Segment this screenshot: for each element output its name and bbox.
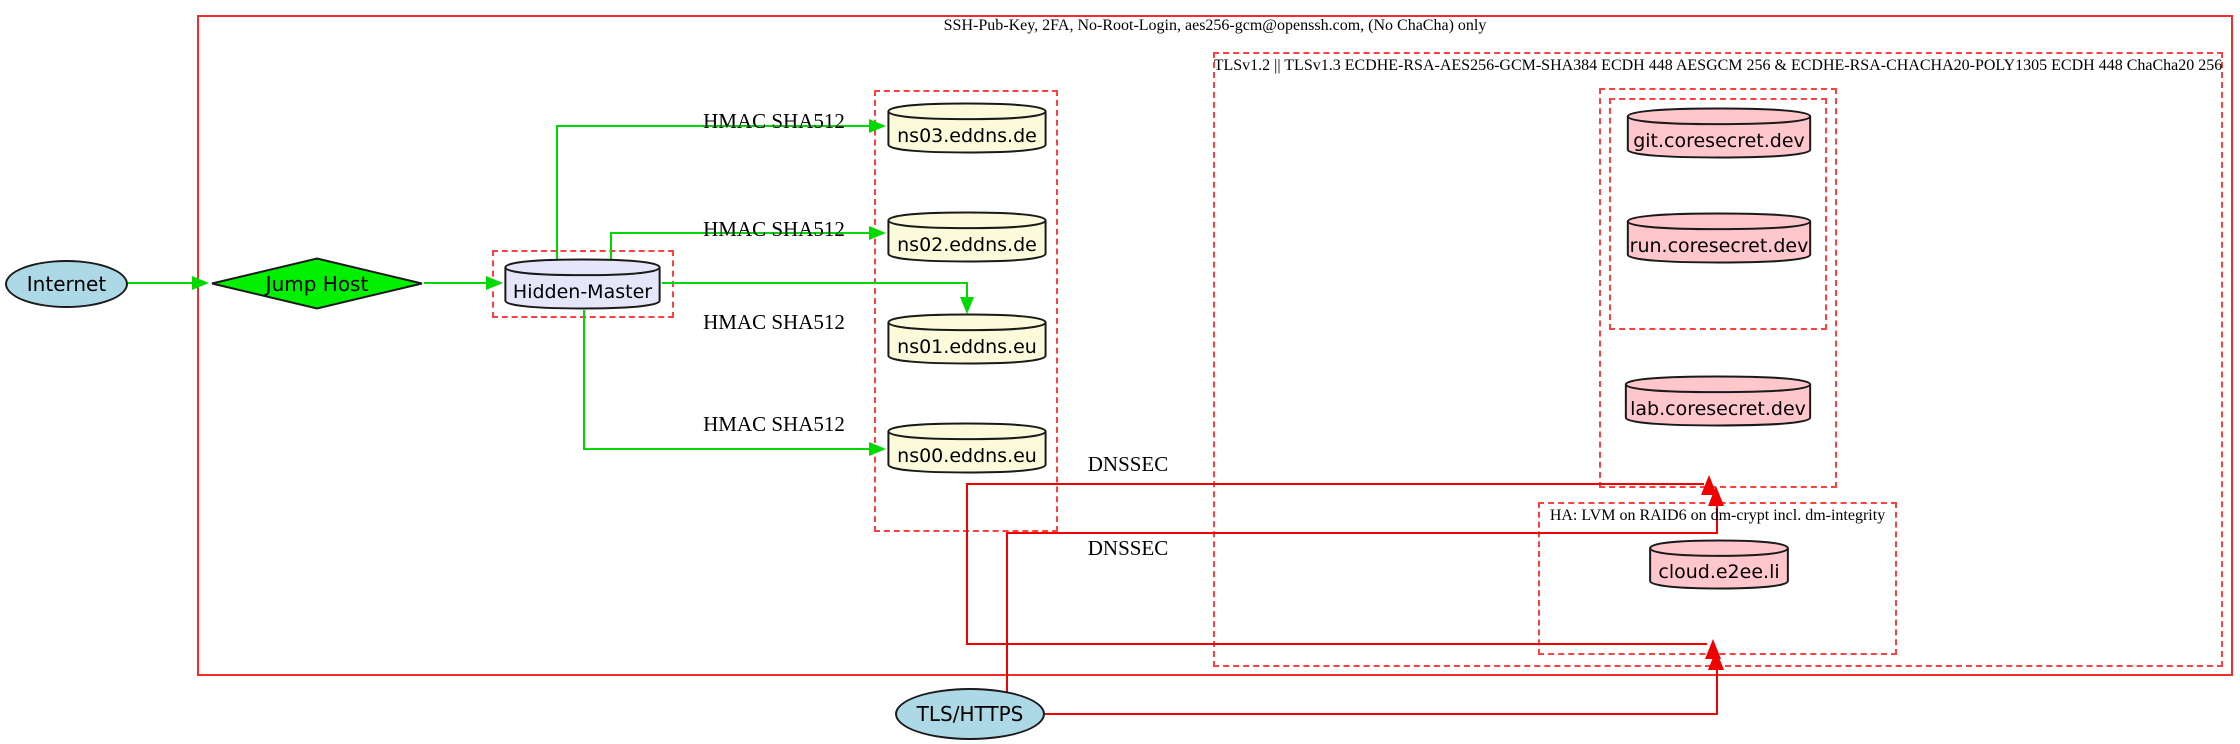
edge-internet-jumphost	[128, 282, 194, 284]
ns01-node: ns01.eddns.eu	[886, 313, 1048, 365]
edge-dnssec-ha-v	[966, 483, 968, 645]
cylinder-shape	[886, 211, 1048, 263]
jump-host-node-label: Jump Host	[265, 271, 369, 296]
tls-https-node-label: TLS/HTTPS	[916, 702, 1024, 726]
edge-tls-ha-h	[1045, 713, 1718, 715]
dnssec-label-coresecret: DNSSEC	[1087, 452, 1169, 476]
cylinder-shape	[886, 102, 1048, 154]
arrowhead-tls-coresecret	[1708, 486, 1724, 506]
cylinder-shape	[503, 258, 662, 310]
diamond-shape	[210, 257, 424, 310]
arrowhead-ns03	[869, 119, 886, 133]
cylinder-shape	[886, 313, 1048, 365]
edge-hiddenmaster-ns01-h	[662, 282, 968, 284]
ns03-node-label: ns03.eddns.de	[897, 124, 1037, 147]
cloud-node-label: cloud.e2ee.li	[1658, 561, 1780, 583]
hidden-master-node: Hidden-Master	[503, 258, 662, 310]
ns01-node-label: ns01.eddns.eu	[897, 335, 1037, 358]
jump-host-node: Jump Host	[210, 257, 424, 310]
cylinder-shape	[1648, 539, 1790, 590]
lab-node: lab.coresecret.dev	[1623, 375, 1813, 427]
edge-hiddenmaster-ns00-h	[583, 448, 870, 450]
cloud-node: cloud.e2ee.li	[1648, 539, 1790, 590]
hmac-label-ns03: HMAC SHA512	[703, 109, 845, 133]
edge-jumphost-hiddenmaster	[424, 282, 488, 284]
edge-dnssec-ha-h	[966, 643, 1707, 645]
coresecret-inner-cluster-box	[1609, 98, 1827, 330]
edge-tls-ha-v	[1716, 669, 1718, 713]
tls-cluster-label: TLSv1.2 || TLSv1.3 ECDHE-RSA-AES256-GCM-…	[1213, 57, 2223, 74]
ns00-node-label: ns00.eddns.eu	[897, 444, 1037, 467]
edge-hiddenmaster-ns02-v	[610, 232, 612, 260]
tls-https-node: TLS/HTTPS	[895, 688, 1045, 740]
ha-cluster-label: HA: LVM on RAID6 on dm-crypt incl. dm-in…	[1549, 507, 1886, 524]
edge-tls-coresecret-v2	[1716, 504, 1718, 532]
ns03-node: ns03.eddns.de	[886, 102, 1048, 154]
hmac-label-ns02: HMAC SHA512	[703, 217, 845, 241]
hmac-label-ns01: HMAC SHA512	[703, 310, 845, 334]
arrowhead-internet-jumphost	[192, 276, 209, 290]
ns02-node: ns02.eddns.de	[886, 211, 1048, 263]
edge-hiddenmaster-ns00-v	[583, 310, 585, 450]
edge-hiddenmaster-ns01-v	[966, 282, 968, 298]
cylinder-shape	[1625, 212, 1813, 264]
edge-hiddenmaster-ns03-v	[556, 126, 558, 260]
cylinder-shape	[886, 422, 1048, 474]
edge-hiddenmaster-ns03-h	[556, 125, 870, 127]
edge-tls-coresecret-h	[1006, 532, 1718, 534]
dnssec-label-ha: DNSSEC	[1087, 536, 1169, 560]
cylinder-shape	[1625, 107, 1813, 159]
hidden-master-node-label: Hidden-Master	[512, 280, 653, 303]
git-node: git.coresecret.dev	[1625, 107, 1813, 159]
ssh-cluster-label: SSH-Pub-Key, 2FA, No-Root-Login, aes256-…	[943, 17, 1487, 34]
internet-node-label: Internet	[26, 272, 107, 296]
arrowhead-tls-ha	[1708, 650, 1724, 670]
edge-hiddenmaster-ns02-h	[610, 232, 870, 234]
run-node-label: run.coresecret.dev	[1629, 234, 1809, 257]
hmac-label-ns00: HMAC SHA512	[703, 412, 845, 436]
lab-node-label: lab.coresecret.dev	[1630, 397, 1806, 420]
ssh-cluster-box	[197, 15, 2233, 676]
arrowhead-ns02	[869, 226, 886, 240]
git-node-label: git.coresecret.dev	[1633, 129, 1805, 152]
ns00-node: ns00.eddns.eu	[886, 422, 1048, 474]
arrowhead-ns00	[869, 442, 886, 456]
ns02-node-label: ns02.eddns.de	[897, 233, 1037, 256]
edge-tls-coresecret-v1	[1006, 532, 1008, 692]
internet-node: Internet	[5, 260, 128, 308]
edge-dnssec-coresecret-h	[967, 483, 1704, 485]
run-node: run.coresecret.dev	[1625, 212, 1813, 264]
cylinder-shape	[1623, 375, 1813, 427]
arrowhead-jumphost-hiddenmaster	[486, 276, 503, 290]
arrowhead-ns01	[960, 297, 974, 314]
